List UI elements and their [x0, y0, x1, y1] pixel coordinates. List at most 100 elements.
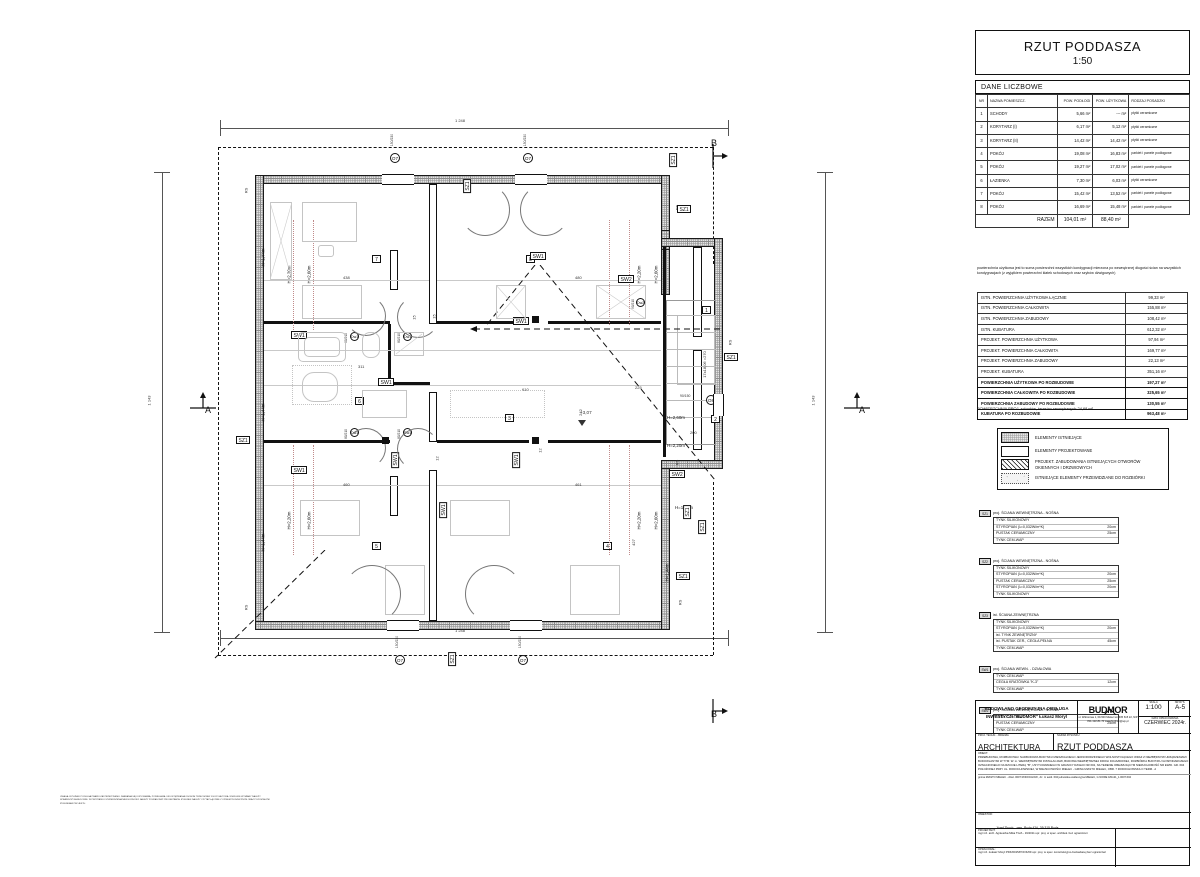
window-mark-o7-2: O7 [523, 153, 533, 163]
cell-name: ŁAZIENKA [986, 173, 1058, 189]
outline-dashed-top [218, 147, 713, 148]
wall-spec-header: proj. ŚCIANA WEWNĘTRZNA - NOŚNA [993, 558, 1059, 563]
layer-thickness: 25cm [1107, 578, 1116, 583]
designer-value: mgr inż. arch. Agnieszka Mika TG/A - 19/… [978, 831, 1088, 836]
room-badge-2-final: 2 [711, 415, 720, 423]
drawing-title-header: RZUT PODDASZA 1:50 [975, 30, 1190, 75]
door-swing-bottom-b [465, 565, 523, 623]
firm-logo: BUDMOR ul. Wiktorowa 1, 09-500 Mielec te… [1078, 701, 1139, 734]
date-cell: DATA OPRACOWANIA CZERWIEC 2024r. [1139, 717, 1191, 734]
cell-name: POKÓJ [986, 187, 1058, 202]
furniture-cross-icon [495, 284, 527, 320]
wall-layer: CEGŁA KRATÓWKA "K-3"12cm [994, 680, 1118, 687]
cell-finish: płytki ceramiczne [1128, 120, 1190, 135]
total-label: RAZEM [975, 213, 1058, 228]
area-value: 155,88 m² [1125, 302, 1188, 315]
designer-label: PROJEKTANT: [978, 829, 996, 832]
area-label: ISTN. POWIERZCHNIA CAŁKOWITA [977, 302, 1126, 315]
wall-tag-sw2-b: SW2 [669, 470, 686, 478]
section-marker-a-left: A [186, 392, 220, 427]
section-label-b2: B [711, 709, 718, 719]
wall-layer: ist. TYNK ZEWNĘTRZNY [994, 633, 1118, 640]
wall-layer: STYROPIAN (λ=0,032W/m*K)20cm [994, 572, 1118, 579]
area-label: POWIERZCHNIA CAŁKOWITA PO ROZBUDOWIE [977, 387, 1126, 399]
furniture-8b [596, 285, 646, 319]
height-tag: H=1,44m [260, 248, 266, 267]
outline-dashed-bottom [218, 655, 713, 656]
object-text: PRZEBUDOWA, ROZBUDOWA I NADBUDOWA BUDYNK… [978, 755, 1189, 772]
exterior-wall-right-lower [661, 465, 670, 630]
window-mark-o7-3: O7 [395, 655, 405, 665]
dim-tick [817, 172, 833, 173]
height-tag-2-20: H=2,20m [667, 443, 685, 448]
furniture-5a [300, 500, 360, 536]
internal-wall-v3 [429, 470, 437, 621]
height-tag: H=2,60m [306, 265, 312, 284]
cell-finish: płytki ceramiczne [1128, 173, 1190, 189]
sheet-nr-value: A-5 [1174, 704, 1186, 712]
slope-line [437, 485, 661, 486]
author-value: mgr inż. Łukasz Moryl PDK/0015/POOK/09 u… [978, 850, 1107, 855]
legend-label: ELEMENTY PROJEKTOWANE [1035, 448, 1093, 454]
wall-tag-sw2-a: SW2 [618, 275, 635, 283]
internal-wall-h1 [264, 321, 390, 324]
area-value: 351,16 m³ [1125, 366, 1188, 378]
designer-cell: PROJEKTANT: mgr inż. arch. Agnieszka Mik… [976, 829, 1191, 848]
projected-stairs-note: POWIERZCHNIA PROJ. schodów, tarasów zewn… [977, 406, 1093, 411]
scale-label: SKALA [1149, 701, 1158, 704]
branch-value: ARCHITEKTURA [978, 743, 1041, 753]
drawing-name-label: NAZWA RYSUNKU [1057, 734, 1080, 737]
door-swing-d [346, 428, 386, 468]
author-label: OPRACOWAŁ: [978, 848, 996, 851]
wall-tag-sw1-i: SW1 [291, 466, 308, 474]
dim-line-left [162, 172, 163, 632]
layer-name: PUSTAK CERAMICZNY [996, 578, 1035, 583]
th-name: NAZWA POMIESZCZ. [986, 93, 1058, 109]
wall-tag-sz1: SZ1 [236, 436, 251, 444]
th-finish: RODZAJ POSADZKI [1128, 93, 1190, 109]
stair-step [666, 383, 716, 384]
branch-cell: PROJ. TECHN. - BRANŻA ARCHITEKTURA [976, 734, 1054, 753]
cell-nr: 8 [975, 200, 988, 215]
door-swing-top-a [520, 184, 570, 236]
roof-tag-rs-4: RS [674, 459, 680, 466]
cell-nr: 7 [975, 187, 988, 202]
height-tag: H=2,20m [636, 511, 642, 530]
cell-usable: 17,02 m² [1092, 160, 1130, 175]
door-size-d: 80/210 [343, 429, 348, 439]
legal-note: UWAGA: RYSUNEK PODLEGA PRAWU ZASTRZEŻONE… [60, 796, 270, 805]
dim-line-top [220, 128, 728, 129]
layer-name: TYNK SILIKONOWY [996, 565, 1030, 570]
layer-name: ist. PUSTAK CER., CEGŁA PEŁNA [996, 639, 1053, 644]
investor-label: INWESTOR: [978, 813, 993, 816]
window-mark-o7-4: O7 [518, 655, 528, 665]
wall-spec-tag: SZ1 [979, 510, 991, 517]
cell-finish: płytki ceramiczne [1128, 107, 1190, 122]
cell-usable: 5,12 m² [1092, 120, 1130, 135]
layer-name: TYNK CEM-WAP [996, 686, 1024, 691]
window-size-3: 150/230 [395, 635, 400, 649]
wall-stop-block [532, 316, 539, 323]
layer-name: CEGŁA KRATÓWKA "K-3" [996, 680, 1039, 685]
furniture-shower-tray [302, 372, 338, 402]
cell-usable: 15,48 m² [1092, 200, 1130, 215]
roof-hip-lines-3 [210, 549, 330, 670]
wall-layer: STYROPIAN (λ=0,032W/m*K)20cm [994, 585, 1118, 592]
window-opening [382, 174, 414, 185]
window-size-2: 150/230 [523, 133, 528, 147]
window-opening [515, 174, 547, 185]
title-block-row2: PROJ. TECHN. - BRANŻA ARCHITEKTURA NAZWA… [976, 734, 1191, 753]
cell-nr: 6 [975, 173, 988, 189]
outline-dashed-right-a [713, 147, 714, 264]
section-marker-a-right: A [840, 392, 874, 427]
right-info-panel: RZUT PODDASZA 1:50 DANE LICZBOWE NR NAZW… [975, 30, 1191, 867]
slope-line [264, 280, 429, 281]
section-marker-b-top: B [698, 138, 728, 177]
dim-tick [220, 120, 221, 136]
